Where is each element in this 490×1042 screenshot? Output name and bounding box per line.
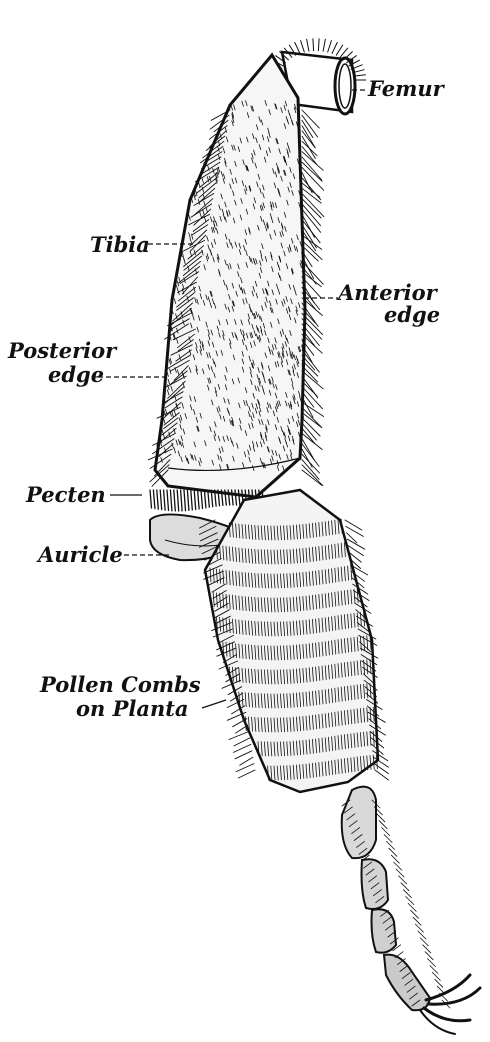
svg-text:Femur: Femur	[367, 76, 446, 101]
tarsal-claws	[420, 975, 480, 1034]
label-auricle: Auricle	[36, 542, 170, 567]
svg-text:Pollen Combs: Pollen Combs	[39, 672, 201, 697]
label-posterior-edge: Posterior edge	[7, 338, 168, 387]
planta-segment	[199, 490, 388, 792]
tarsus	[342, 787, 480, 1034]
svg-text:edge: edge	[48, 362, 104, 387]
tibia-segment	[148, 55, 324, 497]
label-pecten: Pecten	[25, 482, 142, 507]
svg-text:Posterior: Posterior	[7, 338, 118, 363]
svg-text:Pecten: Pecten	[25, 482, 106, 507]
svg-text:on Planta: on Planta	[76, 696, 189, 721]
label-pollen-combs: Pollen Combs on Planta	[39, 672, 226, 721]
leg-illustration	[148, 39, 480, 1034]
label-anterior-edge: Anterior edge	[304, 280, 440, 327]
svg-text:edge: edge	[384, 302, 440, 327]
svg-text:Tibia: Tibia	[90, 232, 150, 257]
svg-text:Auricle: Auricle	[36, 542, 123, 567]
